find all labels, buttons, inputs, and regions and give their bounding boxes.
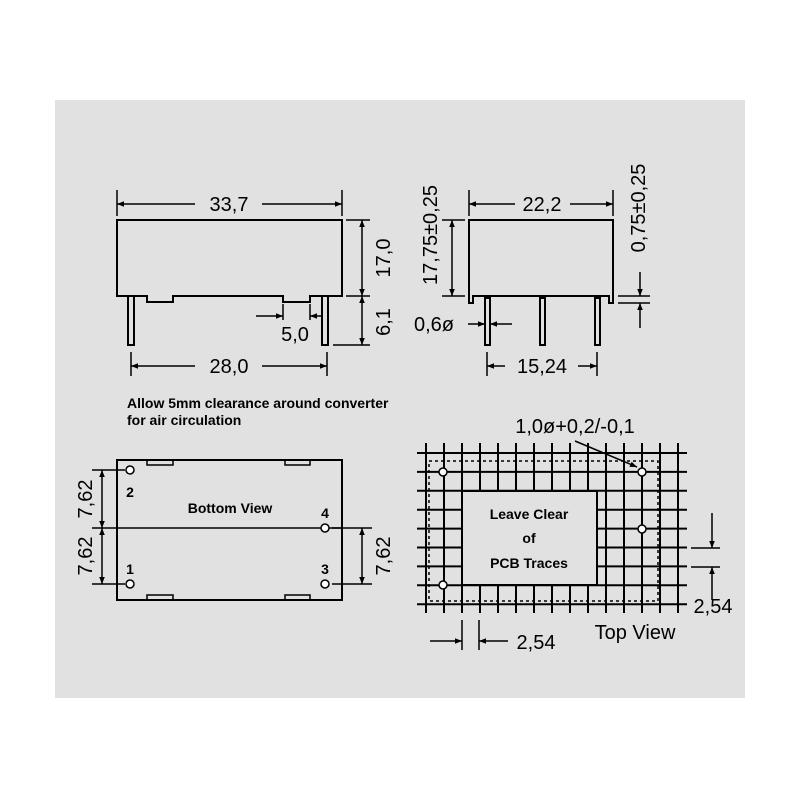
clearance-note: Allow 5mm clearance around converter bbox=[127, 395, 389, 411]
svg-text:22,2: 22,2 bbox=[523, 194, 562, 216]
svg-text:7,62: 7,62 bbox=[75, 537, 97, 576]
converter-body bbox=[116, 219, 343, 303]
pin-length-dimension: 6,1 bbox=[373, 308, 395, 336]
side-view: 33,7 17,0 6,1 5,0 28,0 bbox=[116, 190, 395, 378]
svg-text:Leave Clear: Leave Clear bbox=[490, 506, 569, 522]
svg-text:PCB Traces: PCB Traces bbox=[490, 555, 568, 571]
pin bbox=[127, 295, 135, 346]
svg-text:3: 3 bbox=[321, 561, 329, 577]
top-view-label: Top View bbox=[595, 622, 676, 644]
svg-text:1: 1 bbox=[126, 561, 134, 577]
pcb-hole bbox=[637, 524, 647, 534]
converter-outline bbox=[428, 460, 659, 602]
svg-text:2,54: 2,54 bbox=[517, 632, 556, 654]
pin-spacing-dimension: 28,0 bbox=[210, 356, 249, 378]
svg-text:7,62: 7,62 bbox=[373, 537, 395, 576]
standoff-dimension: 5,0 bbox=[281, 324, 309, 346]
converter-end-body bbox=[468, 219, 614, 304]
svg-text:4: 4 bbox=[321, 505, 329, 521]
clearance-note-2: for air circulation bbox=[127, 412, 241, 428]
svg-text:17,75±0,25: 17,75±0,25 bbox=[420, 185, 442, 285]
pin bbox=[321, 295, 329, 346]
hole-spec-label: 1,0ø+0,2/-0,1 bbox=[515, 416, 635, 438]
pcb-hole bbox=[438, 580, 448, 590]
svg-text:2,54: 2,54 bbox=[694, 596, 733, 618]
pcb-hole bbox=[637, 467, 647, 477]
length-dimension: 33,7 bbox=[210, 194, 249, 216]
svg-text:7,62: 7,62 bbox=[75, 480, 97, 519]
top-view-pcb-layout: Leave Clear of PCB Traces 1,0ø+0,2/-0,1 … bbox=[417, 416, 732, 654]
bottom-view-label: Bottom View bbox=[188, 500, 273, 516]
svg-text:0,75±0,25: 0,75±0,25 bbox=[628, 164, 650, 253]
svg-text:15,24: 15,24 bbox=[517, 356, 567, 378]
svg-text:of: of bbox=[522, 530, 536, 546]
bottom-view: 2 1 4 3 Bottom View 7,62 7,62 7,62 bbox=[75, 459, 395, 601]
svg-text:0,6ø: 0,6ø bbox=[414, 314, 454, 336]
height-dimension: 17,0 bbox=[373, 239, 395, 278]
pin-4-hole bbox=[320, 523, 330, 533]
pin-3-hole bbox=[320, 579, 330, 589]
end-view: 22,2 17,75±0,25 0,75±0,25 0,6ø 15,24 bbox=[414, 164, 650, 378]
pin-1-hole bbox=[125, 579, 135, 589]
keep-out-area bbox=[461, 490, 598, 586]
pcb-hole bbox=[438, 467, 448, 477]
svg-text:2: 2 bbox=[126, 484, 134, 500]
pin-2-hole bbox=[125, 465, 135, 475]
